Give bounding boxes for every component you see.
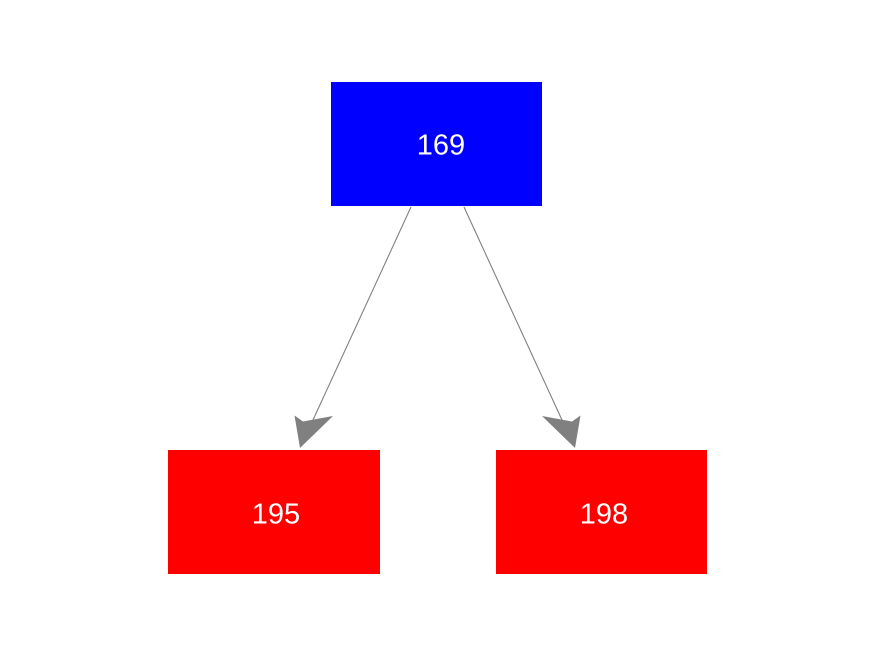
node-left-child-box: [168, 450, 380, 574]
node-root-box: [331, 82, 542, 206]
node-right-child[interactable]: 198: [496, 450, 707, 574]
arrowhead-icon-right: [542, 415, 581, 448]
node-right-child-box: [496, 450, 707, 574]
arrowhead-icon-left: [294, 415, 333, 448]
node-left-child-label: 195: [252, 499, 300, 531]
node-root[interactable]: 169: [331, 82, 542, 206]
node-right-child-label: 198: [580, 499, 628, 531]
edge-line-root-right: [463, 206, 569, 434]
edge-line-root-left: [306, 206, 412, 434]
edge-root-to-right-child[interactable]: [463, 206, 581, 448]
node-left-child[interactable]: 195: [168, 450, 380, 574]
node-root-label: 169: [417, 130, 465, 162]
edge-root-to-left-child[interactable]: [294, 206, 412, 448]
